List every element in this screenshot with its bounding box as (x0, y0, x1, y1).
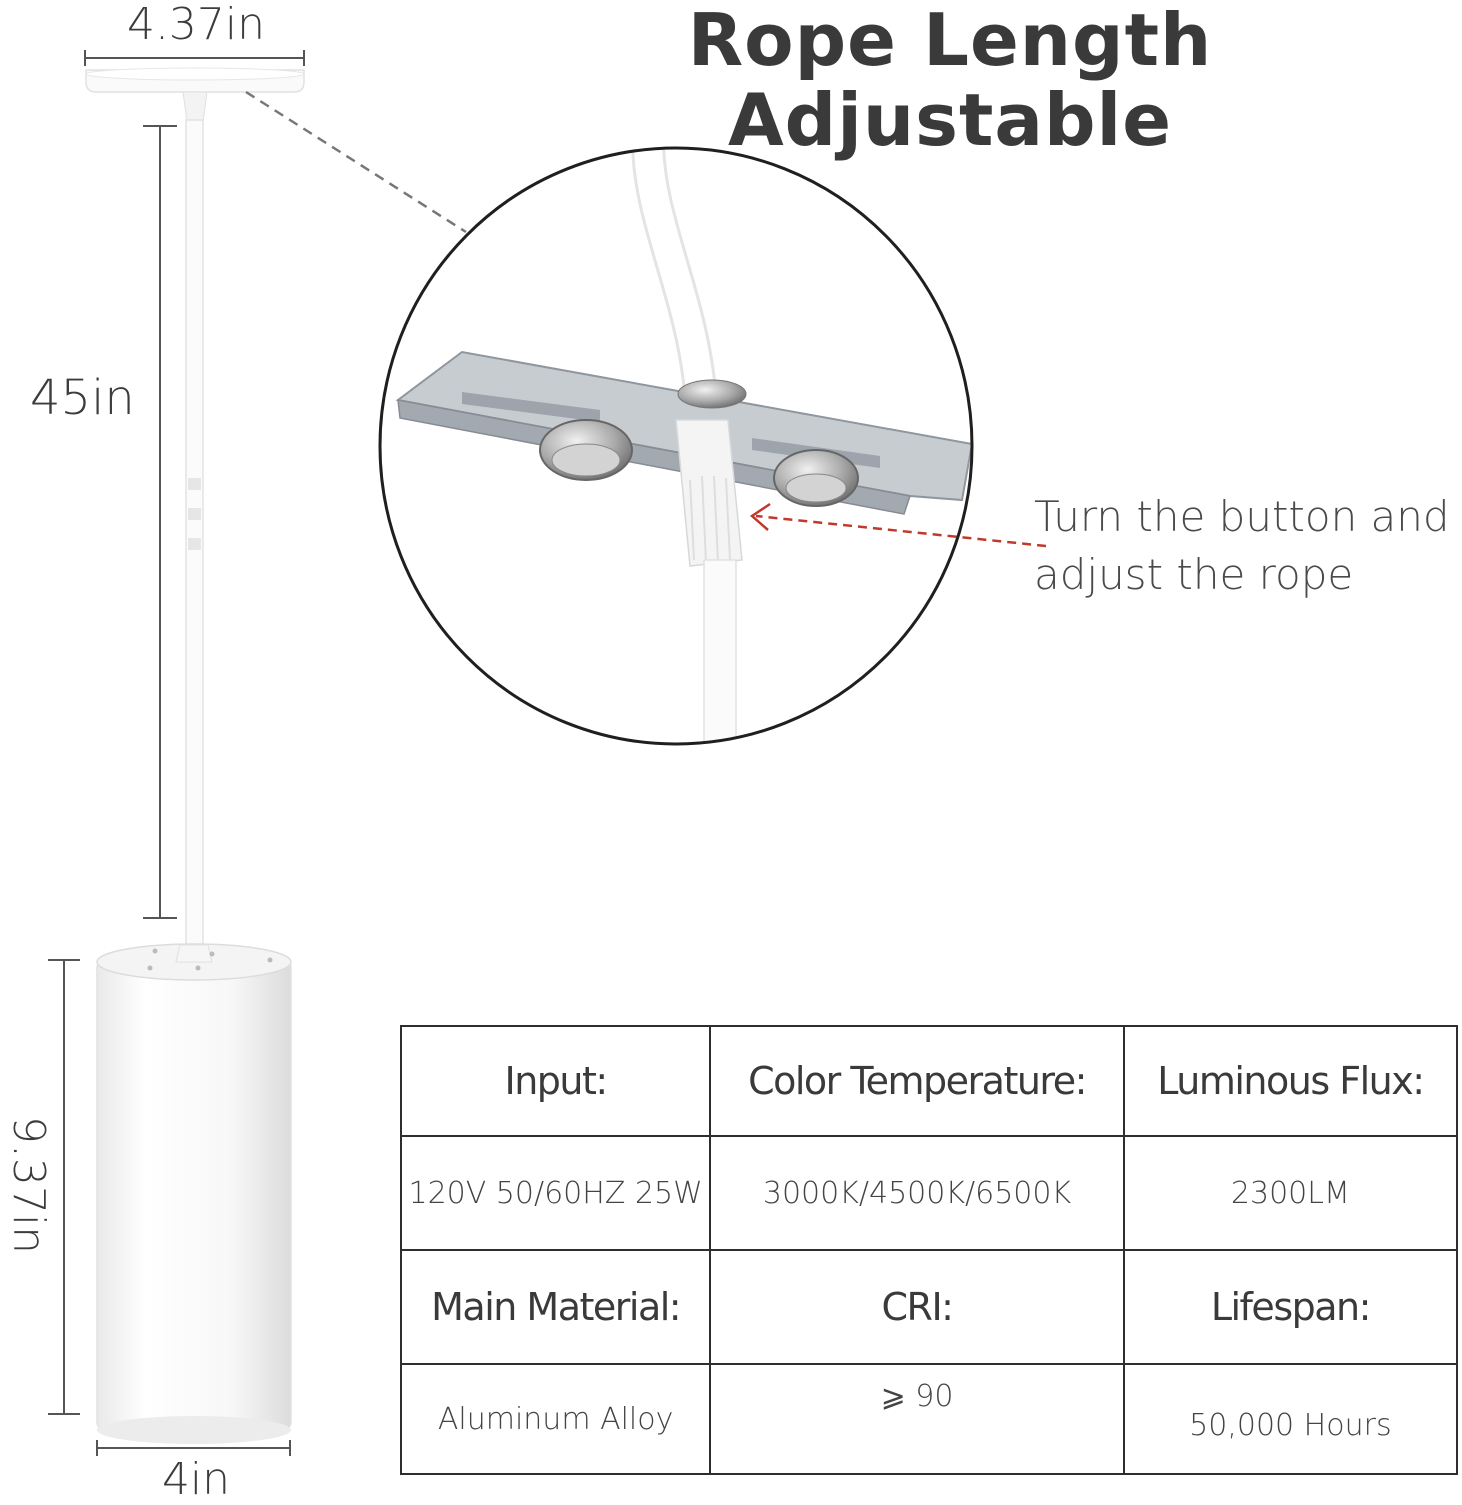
color-temperature-value: 3000K/4500K/6500K (709, 1135, 1125, 1251)
main-material-value: Aluminum Alloy (399, 1363, 712, 1475)
suspension-rod (185, 119, 204, 946)
input-label: Input: (399, 1025, 712, 1137)
rope-dimension-line (143, 125, 177, 919)
pendant-cylinder (96, 943, 292, 1444)
canopy-dimension-line (84, 50, 305, 66)
table-row: Main Material: CRI: Lifespan: (399, 1249, 1459, 1365)
cri-value: ⩾ 90 (709, 1363, 1125, 1475)
height-dimension-line (48, 959, 80, 1415)
width-dimension-line (96, 1440, 291, 1456)
input-value: 120V 50/60HZ 25W (399, 1135, 712, 1251)
callout-line-1: Turn the button and (1034, 492, 1450, 541)
table-row: Aluminum Alloy ⩾ 90 50,000 Hours (399, 1363, 1459, 1475)
table-row: Input: Color Temperature: Luminous Flux: (399, 1025, 1459, 1137)
page-title: Rope Length Adjustable (687, 0, 1213, 162)
canopy-width-label: 4.37in (126, 0, 266, 50)
zoom-leader-line (245, 90, 467, 234)
color-temperature-label: Color Temperature: (709, 1025, 1125, 1137)
table-row: 120V 50/60HZ 25W 3000K/4500K/6500K 2300L… (399, 1135, 1459, 1251)
body-height-label: 9.37in (3, 1115, 54, 1255)
luminous-flux-label: Luminous Flux: (1122, 1025, 1459, 1137)
ceiling-canopy (85, 67, 305, 123)
callout-arrow (749, 502, 1047, 548)
adjust-callout: Turn the button and adjust the rope (1034, 488, 1450, 604)
main-material-label: Main Material: (399, 1249, 712, 1365)
luminous-flux-value: 2300LM (1122, 1135, 1459, 1251)
callout-line-2: adjust the rope (1034, 550, 1354, 599)
body-width-label: 4in (161, 1454, 231, 1505)
lifespan-value: 50,000 Hours (1122, 1363, 1459, 1475)
lifespan-label: Lifespan: (1122, 1249, 1459, 1365)
zoom-detail-circle (378, 146, 974, 746)
rope-length-label: 45in (30, 370, 135, 426)
spec-table: Input: Color Temperature: Luminous Flux:… (399, 1025, 1459, 1475)
cri-label: CRI: (709, 1249, 1125, 1365)
